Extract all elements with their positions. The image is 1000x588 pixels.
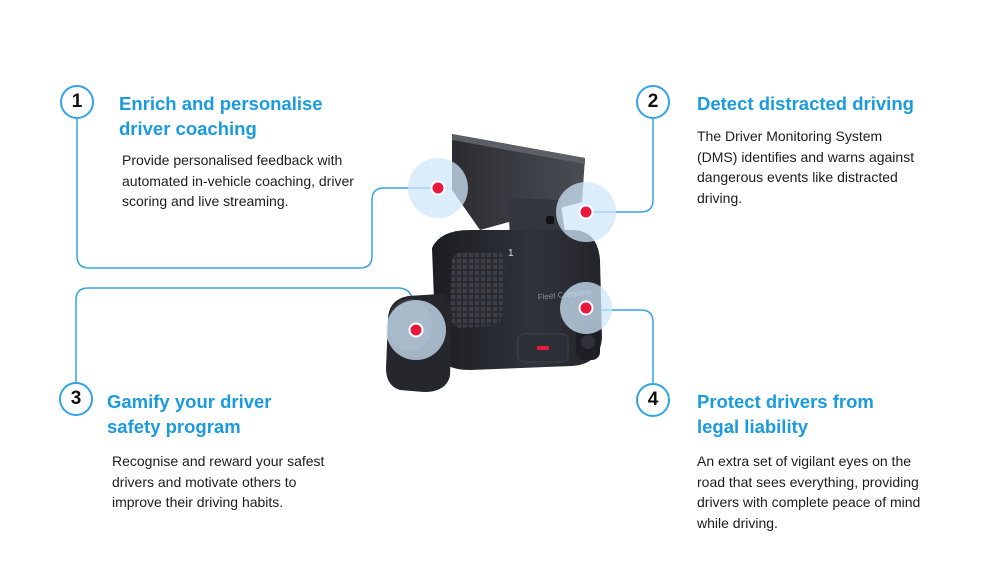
hotspot-1[interactable] bbox=[408, 158, 468, 218]
mount-bracket bbox=[508, 198, 565, 238]
feature-1-number: 1 bbox=[60, 85, 94, 119]
hotspot-3[interactable] bbox=[386, 300, 446, 360]
feature-3-number: 3 bbox=[59, 382, 93, 416]
feature-1-description: Provide personalised feedback with autom… bbox=[122, 152, 354, 209]
feature-4-description: An extra set of vigilant eyes on the roa… bbox=[697, 453, 921, 531]
feature-3-description: Recognise and reward your safest drivers… bbox=[112, 453, 325, 510]
mount-screw bbox=[546, 216, 554, 224]
red-button-light bbox=[537, 346, 549, 350]
feature-4-title: Protect drivers from legal liability bbox=[697, 391, 874, 437]
feature-2-number: 2 bbox=[636, 85, 670, 119]
feature-2-description: The Driver Monitoring System (DMS) ident… bbox=[697, 128, 915, 206]
hotspot-2[interactable] bbox=[556, 182, 616, 242]
feature-2-title: Detect distracted driving bbox=[697, 93, 914, 114]
speaker-grille bbox=[450, 252, 506, 328]
hotspot-4[interactable] bbox=[560, 282, 612, 334]
dashcam-device-illustration: Fleet Complete 1 bbox=[386, 134, 616, 392]
feature-1-title: Enrich and personalise driver coaching bbox=[119, 93, 323, 139]
feature-3-title: Gamify your driver safety program bbox=[107, 391, 272, 437]
lens-label: 1 bbox=[508, 248, 514, 259]
feature-4-number: 4 bbox=[636, 383, 670, 417]
